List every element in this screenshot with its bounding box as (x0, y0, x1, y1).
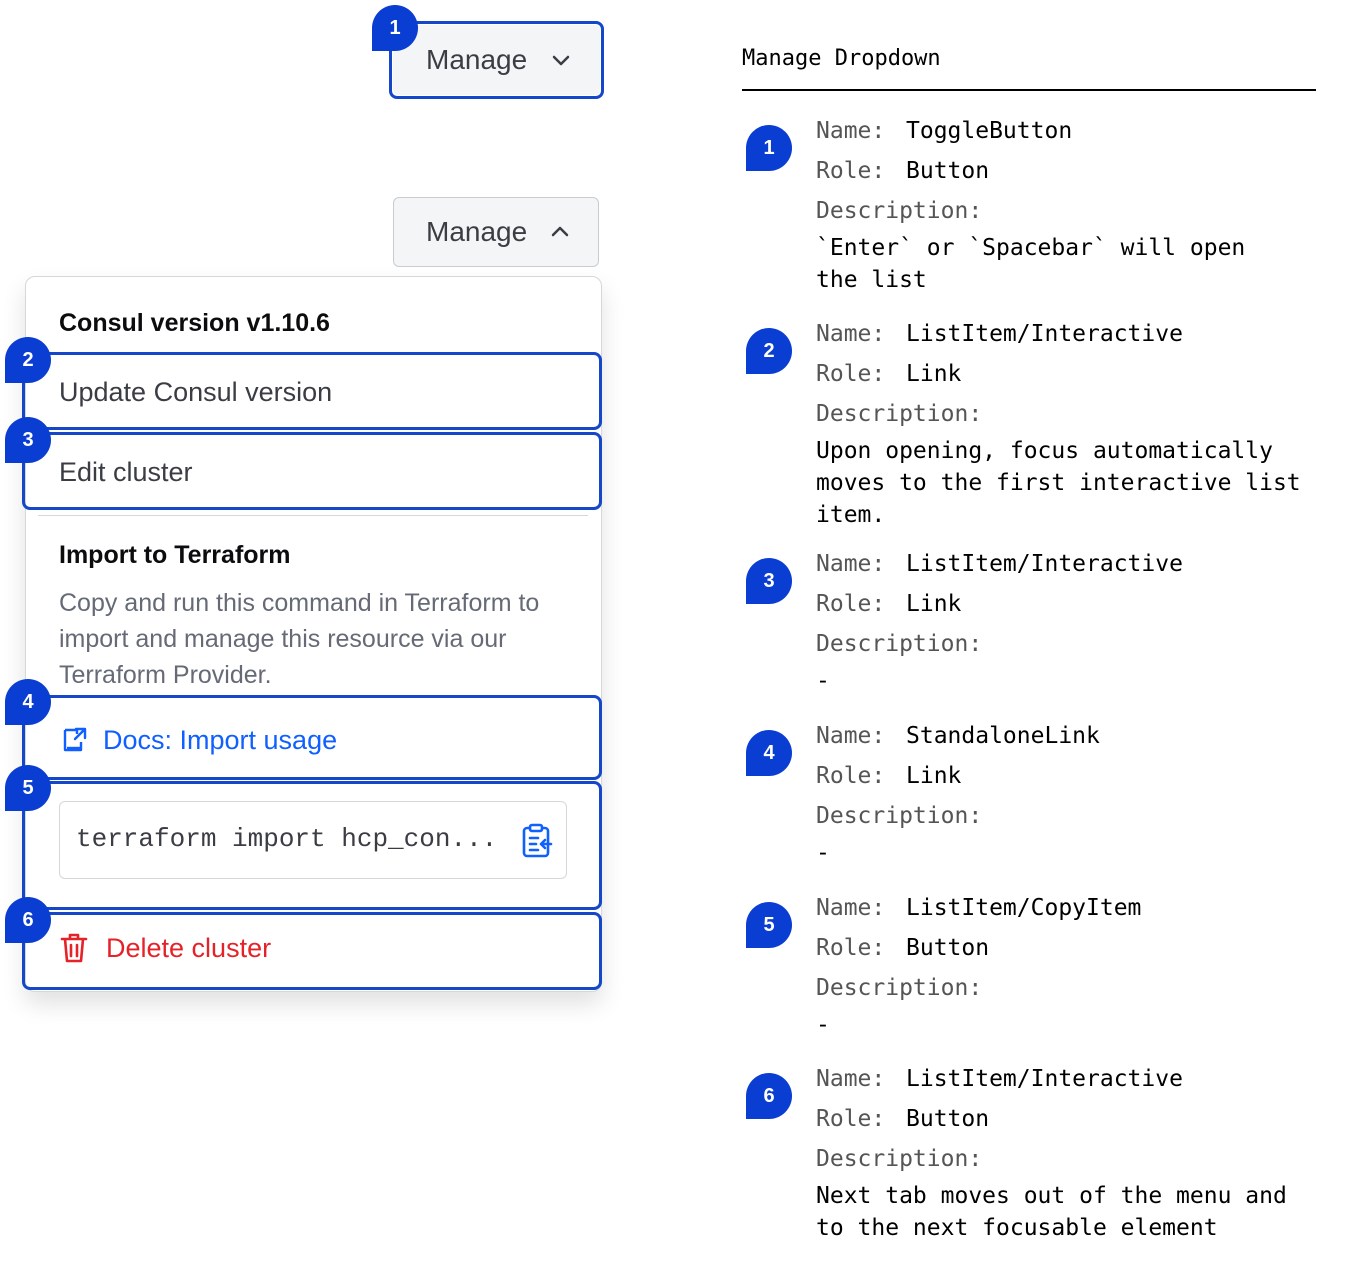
doc-description-value: - (816, 668, 830, 694)
external-link-icon (63, 727, 87, 752)
doc-description-label: Description: (816, 198, 983, 224)
doc-role-label: Role: (816, 361, 886, 387)
dropdown-divider (38, 515, 588, 516)
badge-4: 4 (5, 679, 51, 725)
manage-toggle-button-closed[interactable]: Manage (393, 25, 600, 95)
chevron-down-icon (552, 55, 570, 66)
doc-badge-6: 6 (746, 1073, 792, 1119)
edit-item-focus-ring (22, 432, 602, 510)
doc-name-label: Name: (816, 723, 886, 749)
doc-name-value: ToggleButton (906, 118, 1073, 144)
doc-description-label: Description: (816, 631, 983, 657)
doc-badge-1: 1 (746, 125, 792, 171)
doc-name-value: ListItem/Interactive (906, 321, 1183, 347)
doc-role-label: Role: (816, 763, 886, 789)
docs-import-usage-link[interactable]: Docs: Import usage (103, 725, 338, 755)
doc-name-label: Name: (816, 1066, 886, 1092)
doc-description-value: - (816, 1012, 830, 1038)
copy-command-text: terraform import hcp_con... (76, 824, 498, 854)
doc-role-label: Role: (816, 935, 886, 961)
doc-role-value: Button (906, 1106, 990, 1132)
doc-description-label: Description: (816, 803, 983, 829)
delete-cluster-item[interactable]: Delete cluster (106, 933, 272, 963)
doc-role-value: Link (906, 763, 962, 789)
doc-badge-3: 3 (746, 558, 792, 604)
chevron-up-icon (551, 226, 569, 237)
import-terraform-title: Import to Terraform (59, 541, 291, 569)
update-consul-version-item[interactable]: Update Consul version (59, 377, 333, 407)
doc-badge-5: 5 (746, 902, 792, 948)
doc-role-value: Button (906, 158, 990, 184)
doc-description-label: Description: (816, 1146, 983, 1172)
doc-badge-2: 2 (746, 328, 792, 374)
doc-role-label: Role: (816, 1106, 886, 1132)
import-description: Copy and run this command in Terraform t… (59, 589, 540, 689)
doc-name-label: Name: (816, 321, 886, 347)
clipboard-copy-icon[interactable] (521, 823, 553, 859)
doc-name-label: Name: (816, 118, 886, 144)
doc-role-value: Link (906, 591, 962, 617)
doc-role-label: Role: (816, 591, 886, 617)
doc-name-label: Name: (816, 895, 886, 921)
copy-command-box[interactable]: terraform import hcp_con... (59, 801, 567, 879)
doc-name-value: ListItem/CopyItem (906, 895, 1142, 921)
doc-description-value: - (816, 840, 830, 866)
badge-5: 5 (5, 765, 51, 811)
toggle-focus-ring (389, 21, 604, 99)
badge-6: 6 (5, 897, 51, 943)
doc-title-rule (742, 89, 1316, 91)
docs-link-focus-ring (22, 695, 602, 780)
doc-description-value: `Enter` or `Spacebar` will open the list (816, 235, 1246, 293)
doc-role-value: Button (906, 935, 990, 961)
manage-label: Manage (426, 216, 528, 247)
delete-item-focus-ring (22, 912, 602, 990)
doc-name-label: Name: (816, 551, 886, 577)
badge-1: 1 (372, 5, 418, 51)
doc-name-value: ListItem/Interactive (906, 1066, 1183, 1092)
copy-item-focus-ring (22, 781, 602, 910)
doc-role-value: Link (906, 361, 962, 387)
doc-badge-4: 4 (746, 730, 792, 776)
badge-3: 3 (5, 417, 51, 463)
edit-cluster-item[interactable]: Edit cluster (59, 457, 193, 487)
badge-2: 2 (5, 337, 51, 383)
trash-icon (60, 933, 88, 963)
doc-description-label: Description: (816, 401, 983, 427)
doc-role-label: Role: (816, 158, 886, 184)
doc-description-label: Description: (816, 975, 983, 1001)
doc-description-value: Upon opening, focus automatically moves … (816, 438, 1301, 528)
doc-description-value: Next tab moves out of the menu and to th… (816, 1183, 1287, 1241)
manage-toggle-button-open[interactable]: Manage (393, 197, 599, 267)
doc-name-value: ListItem/Interactive (906, 551, 1183, 577)
doc-name-value: StandaloneLink (906, 723, 1100, 749)
manage-label: Manage (426, 44, 528, 75)
update-item-focus-ring (22, 352, 602, 430)
doc-title: Manage Dropdown (742, 46, 941, 71)
consul-version-title: Consul version v1.10.6 (59, 309, 330, 337)
